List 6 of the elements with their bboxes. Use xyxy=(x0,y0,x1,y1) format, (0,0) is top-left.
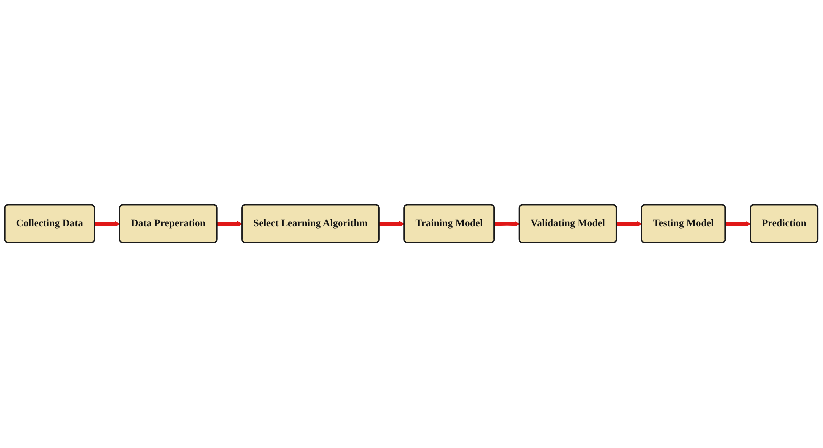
arrow xyxy=(616,221,642,227)
arrow xyxy=(94,221,120,227)
arrow xyxy=(726,221,752,227)
arrow xyxy=(379,221,405,227)
arrow xyxy=(494,221,520,227)
arrow xyxy=(217,221,243,227)
